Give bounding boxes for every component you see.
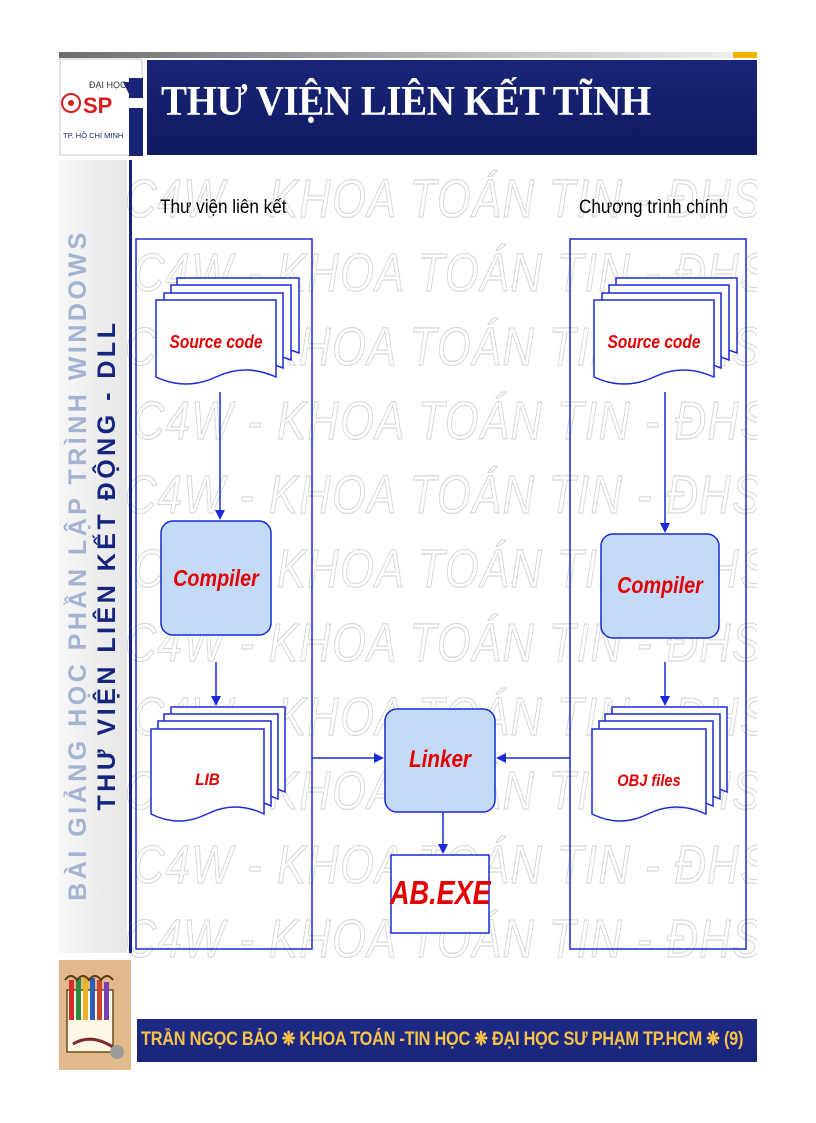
right-compiler-box [600, 533, 720, 639]
slide: C4W - KHOA TOÁN TIN - ĐHSP TP.HCM C4W - K… [59, 52, 757, 1070]
library-column-frame [135, 238, 313, 950]
left-source-document-icon [155, 277, 300, 385]
svg-text:SP: SP [83, 93, 112, 118]
obj-document-icon [591, 706, 728, 822]
left-source-label: Source code [169, 332, 263, 352]
svg-text:TP. HỒ CHÍ MINH: TP. HỒ CHÍ MINH [63, 130, 123, 140]
linker-label: Linker [409, 746, 471, 773]
header-bar [147, 60, 757, 155]
svg-text:ĐẠI HỌC: ĐẠI HỌC [89, 80, 127, 90]
footer-text: TRẦN NGỌC BẢO ❋ KHOA TOÁN -TIN HỌC ❋ ĐẠI… [141, 1029, 744, 1050]
watermark-row: C4W - KHOA TOÁN TIN - ĐHSP TP.HCM [133, 390, 757, 451]
right-source-document-icon [593, 277, 738, 385]
right-compiler-label: Compiler [617, 572, 703, 598]
right-column-title: Chương trình chính [579, 197, 729, 218]
lib-document-icon [150, 706, 286, 822]
left-column-title: Thư viện liên kết [160, 197, 287, 218]
page-title: THƯ VIỆN LIÊN KẾT TĨNH [161, 79, 651, 125]
obj-label: OBJ files [617, 771, 681, 790]
linker-box [384, 708, 496, 813]
lib-label: LIB [195, 770, 220, 789]
left-compiler-label: Compiler [173, 565, 259, 591]
university-logo: ĐẠI HỌC SP TP. HỒ CHÍ MINH [59, 58, 143, 156]
pencils-picture [59, 960, 131, 1070]
build-flow-diagram [135, 238, 747, 950]
right-source-label: Source code [607, 332, 701, 352]
watermark-row: C4W - KHOA TOÁN TIN - ĐHSP TP.HCM [125, 168, 757, 229]
footer-bar [137, 1019, 757, 1062]
exe-box [390, 854, 490, 934]
top-strip [59, 52, 757, 58]
watermark-row: C4W - KHOA TOÁN TIN - ĐHSP TP.HCM [125, 464, 757, 525]
left-compiler-box [160, 520, 272, 636]
program-column-frame [569, 238, 747, 950]
exe-label: AB.EXE [389, 874, 491, 911]
